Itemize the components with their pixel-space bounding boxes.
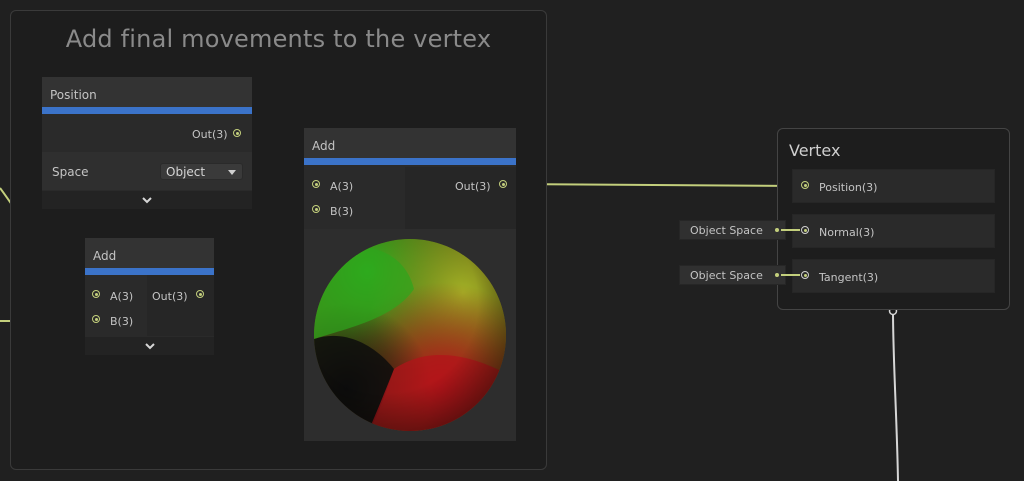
position-out-label: Out(3) (192, 128, 228, 141)
add-small-a-port[interactable] (92, 290, 100, 298)
space-dropdown[interactable]: Object (160, 163, 243, 180)
add-main-a-label: A(3) (330, 180, 354, 193)
space-label: Space (52, 165, 89, 179)
position-node-title: Position (50, 88, 97, 102)
add-main-b-port[interactable] (312, 205, 320, 213)
add-small-out-label: Out(3) (152, 290, 188, 303)
add-main-outputs: Out(3) (405, 167, 516, 229)
add-small-out-port[interactable] (196, 290, 204, 298)
group-title[interactable]: Add final movements to the vertex (65, 25, 492, 53)
position-collapse-toggle[interactable] (42, 191, 252, 209)
chevron-down-icon (142, 197, 152, 204)
add-main-header[interactable]: Add (304, 128, 516, 158)
vertex-position-label: Position(3) (819, 181, 878, 194)
vertex-title: Vertex (789, 141, 841, 160)
preview-sphere (314, 239, 506, 431)
add-main-out-label: Out(3) (455, 180, 491, 193)
wire-add-main-out-to-vertex-position (505, 183, 801, 187)
position-node[interactable]: Position Out(3) Space Object (42, 77, 252, 209)
add-node-main[interactable]: Add A(3) B(3) Out(3) (304, 128, 516, 229)
wire-vertex-down (892, 310, 899, 481)
add-node-small[interactable]: Add A(3) B(3) Out(3) (85, 238, 214, 355)
add-main-b-label: B(3) (330, 205, 354, 218)
add-main-inputs: A(3) B(3) (304, 167, 404, 229)
vertex-normal-label: Normal(3) (819, 226, 875, 239)
vertex-tangent-label: Tangent(3) (819, 271, 879, 284)
chip-port-dot (775, 228, 779, 232)
add-small-b-label: B(3) (110, 315, 134, 328)
vertex-slot-tangent[interactable]: Tangent(3) (792, 259, 995, 293)
vertex-master-node[interactable]: Vertex Position(3) Normal(3) Tangent(3) (777, 128, 1010, 310)
vertex-position-port[interactable] (801, 181, 809, 189)
add-small-a-label: A(3) (110, 290, 134, 303)
position-node-header[interactable]: Position (42, 77, 252, 107)
tangent-chip-label: Object Space (690, 269, 763, 282)
node-header-bar (85, 268, 214, 275)
add-main-out-port[interactable] (499, 180, 507, 188)
position-space-row: Space Object (42, 152, 252, 190)
chip-port-dot (775, 273, 779, 277)
add-preview[interactable] (304, 229, 516, 441)
tangent-object-space-chip[interactable]: Object Space (679, 265, 786, 285)
add-main-title: Add (312, 139, 336, 153)
add-small-collapse-toggle[interactable] (85, 337, 214, 355)
vertex-slot-normal[interactable]: Normal(3) (792, 214, 995, 248)
vertex-slot-position[interactable]: Position(3) (792, 169, 995, 203)
dropdown-arrow-icon (228, 170, 236, 175)
add-small-inputs: A(3) B(3) (85, 275, 146, 336)
add-small-title: Add (93, 249, 117, 263)
node-header-bar (42, 107, 252, 114)
chevron-down-icon (144, 343, 155, 350)
vertex-normal-port[interactable] (801, 226, 809, 234)
position-out-port[interactable] (233, 129, 241, 137)
add-small-b-port[interactable] (92, 315, 100, 323)
add-main-a-port[interactable] (312, 180, 320, 188)
node-header-bar (304, 158, 516, 165)
add-small-header[interactable]: Add (85, 238, 214, 268)
vertex-tangent-port[interactable] (801, 271, 809, 279)
normal-chip-label: Object Space (690, 224, 763, 237)
add-small-outputs: Out(3) (147, 275, 214, 336)
normal-object-space-chip[interactable]: Object Space (679, 220, 786, 240)
space-dropdown-value: Object (166, 165, 206, 179)
